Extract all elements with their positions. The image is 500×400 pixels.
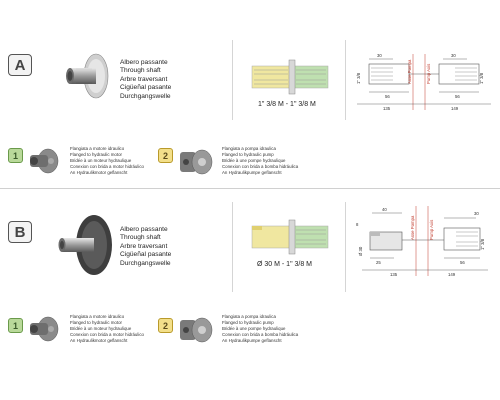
label-es: Cigüeñal pasante	[120, 84, 172, 92]
axis-label-it: Asse Pompa	[407, 59, 412, 84]
option-badge-1: 1	[8, 318, 23, 333]
dim-inner-left: 56	[385, 94, 390, 99]
divider	[345, 202, 346, 292]
dim-inner-left: 25	[376, 260, 381, 265]
dim-key: 8	[356, 222, 359, 227]
dimension-drawing-a: 30 30 1" 3/8 1" 3/8 Asse Pompa Pump Axis…	[356, 53, 491, 111]
dim-right-side: 1" 3/8	[479, 72, 484, 84]
shaft-labels-a: Albero passante Through shaft Arbre trav…	[120, 59, 171, 101]
option-labels-a1: Flangiata a motore idraulico Flanged to …	[70, 146, 144, 175]
section-a: A Albero passante Through shaft Arbre tr…	[0, 0, 500, 190]
divider	[232, 40, 233, 120]
label-de: Durchgangswelle	[120, 259, 171, 267]
dim-left-side: 1" 3/8	[356, 72, 361, 84]
through-shaft-image-a	[66, 53, 109, 99]
label-en: Through shaft	[120, 67, 161, 75]
dim-bottom-right: 149	[451, 106, 459, 111]
motor-image-b	[30, 316, 59, 342]
option-labels-b2: Flangiata a pompa idraulica Flanged to h…	[222, 314, 299, 343]
through-shaft-image-b	[58, 215, 112, 275]
dim-top-left: 40	[382, 207, 387, 212]
dim-top-left: 30	[377, 53, 382, 58]
label-fr: Arbre traversant	[120, 242, 168, 250]
axis-label-it: Asse Pompa	[410, 215, 415, 240]
dim-inner-right: 56	[460, 260, 465, 265]
section-separator	[0, 188, 500, 189]
divider	[232, 202, 233, 292]
label-it: Albero passante	[120, 59, 168, 66]
spline-caption-b: Ø 30 M - 1" 3/8 M	[257, 261, 313, 268]
dim-bottom-left: 135	[390, 272, 398, 277]
dim-left-side: Ø 30	[358, 246, 363, 256]
label-it: Albero passante	[120, 226, 168, 233]
label-en: Through shaft	[120, 234, 161, 242]
option-badge-1: 1	[8, 148, 23, 163]
dim-bottom-left: 135	[383, 106, 391, 111]
section-b: B Albero passante Through shaft Arbre tr…	[0, 190, 500, 400]
spline-diagram-b	[251, 219, 329, 255]
motor-image-a	[30, 148, 59, 174]
spline-diagram-a	[251, 59, 329, 95]
label-fr: Arbre traversant	[120, 75, 168, 83]
option-labels-a2: Flangiata a pompa idraulica Flanged to h…	[222, 146, 299, 175]
option-labels-b1: Flangiata a motore idraulico Flanged to …	[70, 314, 144, 343]
section-badge-b: B	[8, 221, 32, 243]
axis-label-en: Pump Axis	[426, 64, 431, 84]
dim-top-right: 30	[451, 53, 456, 58]
label-de: Durchgangswelle	[120, 92, 171, 100]
option-badge-2: 2	[158, 318, 173, 333]
dimension-drawing-b: 40 8 30 Ø 30 1" 3/8 Asse Pompa Pump Axis…	[356, 206, 488, 277]
dim-top-right: 30	[474, 211, 479, 216]
shaft-labels-b: Albero passante Through shaft Arbre trav…	[120, 226, 171, 268]
pump-image-a	[180, 149, 213, 175]
dim-inner-right: 56	[455, 94, 460, 99]
dim-bottom-right: 149	[448, 272, 456, 277]
spline-caption-a: 1" 3/8 M - 1" 3/8 M	[258, 101, 316, 108]
dim-right-side: 1" 3/8	[480, 238, 485, 250]
divider	[345, 40, 346, 120]
section-badge-a: A	[8, 54, 32, 76]
pump-image-b	[180, 317, 213, 343]
label-es: Cigüeñal pasante	[120, 251, 172, 259]
axis-label-en: Pump Axis	[429, 220, 434, 240]
option-badge-2: 2	[158, 148, 173, 163]
